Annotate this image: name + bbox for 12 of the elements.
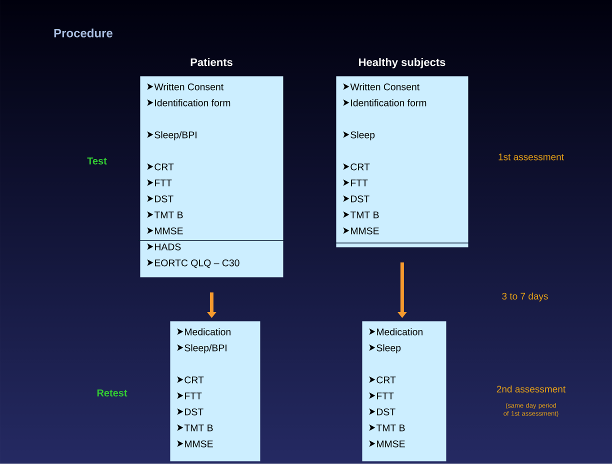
label: Retest (97, 390, 128, 396)
list-box: Medication Sleep/BPI CRT FTT DST TMT B MMSE (170, 321, 260, 462)
title: Procedure (54, 28, 112, 38)
node-label: Healthy subjects (359, 58, 446, 68)
label: 3 to 7 days (502, 292, 548, 302)
list-box: Medication Sleep CRT FTT DST TMT B MMSE (362, 321, 446, 462)
label: Test (87, 158, 107, 164)
label: 1st assessment (498, 154, 564, 160)
label: 2nd assessment (496, 386, 566, 392)
node-label: Patients (190, 58, 232, 66)
list-box: Patients Written Consent Identification form Sleep/BPI CRT FTT DST TMT B MMSE HADS EORTC QLQ – C30 (140, 58, 284, 278)
list-box: Healthy subjects Written Consent Identification form Sleep CRT FTT DST TMT B MMSE (336, 58, 468, 248)
